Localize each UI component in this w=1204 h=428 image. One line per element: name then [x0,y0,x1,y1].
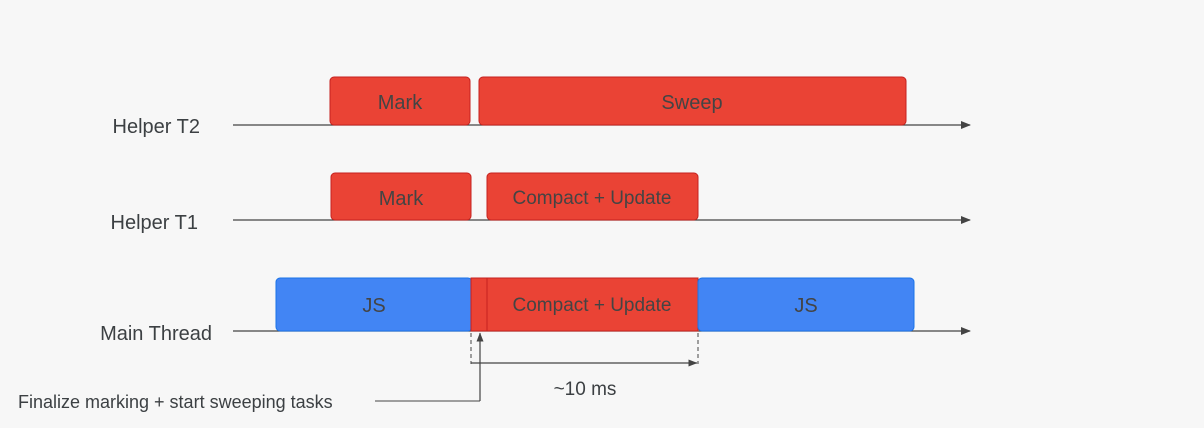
lane-main-thread: JS Compact + Update JS Main Thread [100,277,971,345]
helper-t2-lane-label: Helper T2 [113,116,200,138]
main-thread-compact-block [486,277,699,332]
helper-t1-mark-label: Mark [379,188,424,210]
lane-helper-t1: Mark Compact + Update Helper T1 [111,172,971,234]
main-thread-compact-label: Compact + Update [513,295,672,316]
helper-t1-compact-label: Compact + Update [513,188,672,209]
main-thread-finalize-block [470,277,488,332]
main-thread-js-label-2: JS [794,295,817,317]
duration-span: ~10 ms [470,333,699,400]
helper-t1-mark-block [330,172,472,221]
lane-helper-t2: Mark Sweep Helper T2 [113,76,971,138]
helper-t2-mark-label: Mark [378,92,423,114]
main-thread-js-block-2 [697,277,915,332]
main-thread-lane-label: Main Thread [100,323,212,345]
helper-t2-sweep-label: Sweep [661,92,722,114]
helper-t1-lane-label: Helper T1 [111,212,198,234]
helper-t2-sweep-block [478,76,907,126]
finalize-annotation: Finalize marking + start sweeping tasks [18,332,484,412]
helper-t2-mark-block [329,76,471,126]
duration-label: ~10 ms [554,379,617,400]
helper-t1-compact-block [486,172,699,221]
main-thread-js-label-1: JS [362,295,385,317]
finalize-label: Finalize marking + start sweeping tasks [18,392,333,412]
